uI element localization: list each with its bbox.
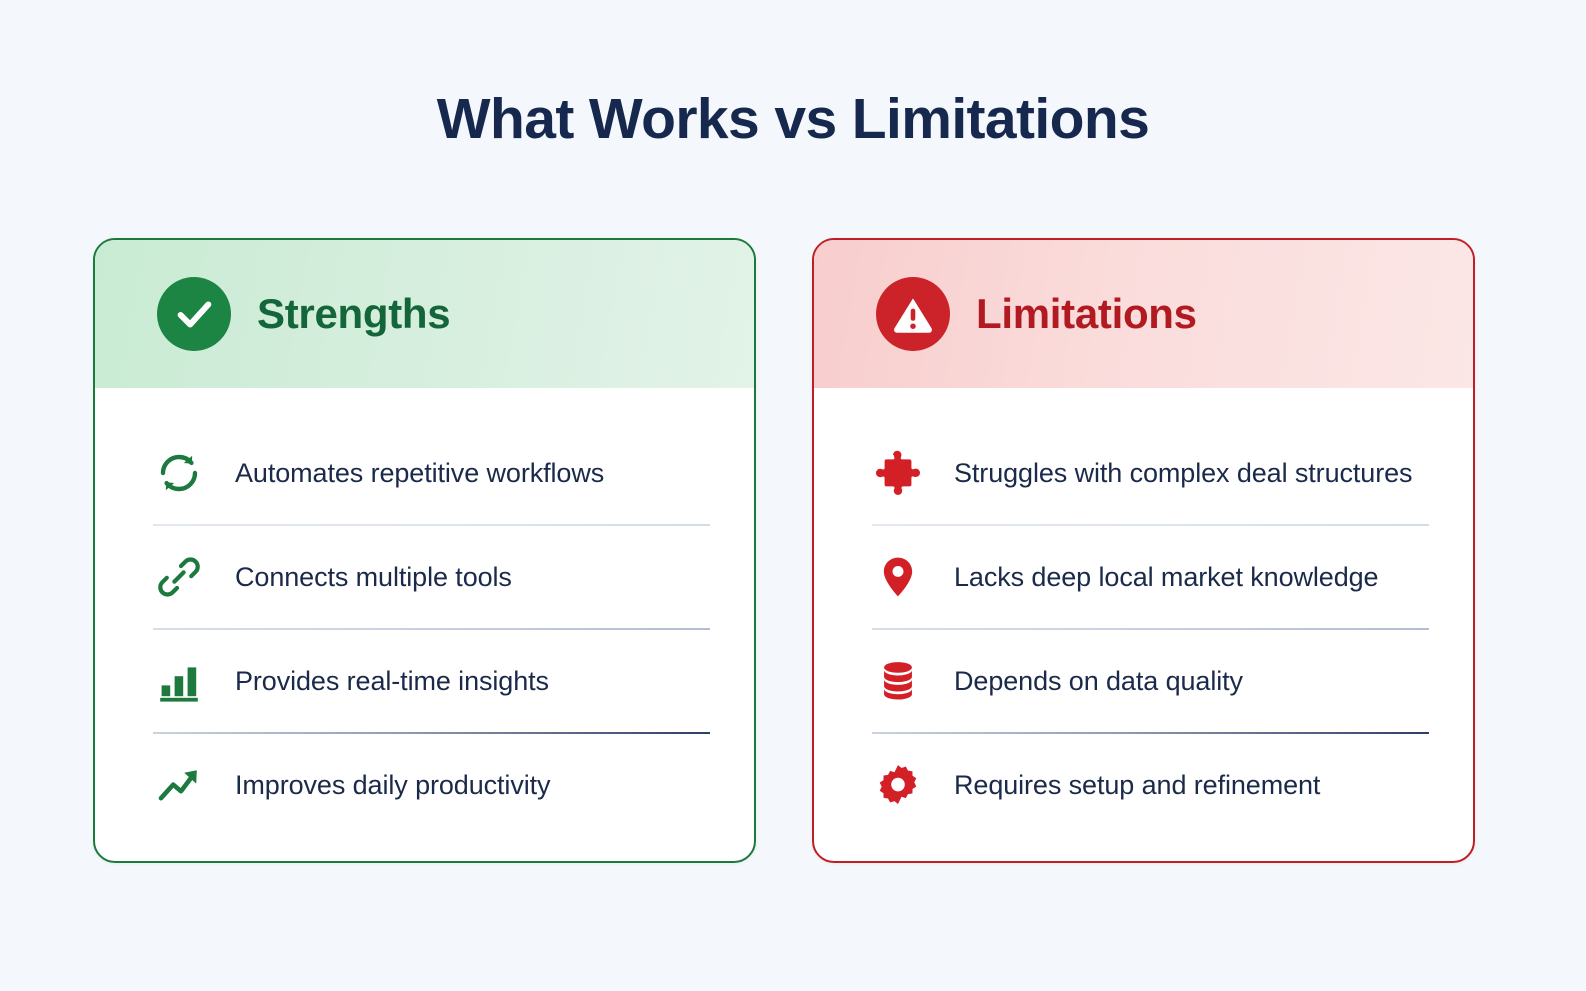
check-circle-icon: [157, 277, 231, 351]
page-title: What Works vs Limitations: [436, 87, 1150, 151]
list-item[interactable]: Provides real-time insights: [153, 630, 710, 732]
limitations-card-header: Limitations: [814, 240, 1473, 388]
list-item[interactable]: Lacks deep local market knowledge: [872, 526, 1429, 628]
strengths-card-body: Automates repetitive workflows Connects …: [95, 388, 754, 861]
list-item-label: Automates repetitive workflows: [235, 457, 605, 488]
list-item[interactable]: Requires setup and refinement: [872, 734, 1429, 836]
list-item-label: Improves daily productivity: [235, 769, 551, 800]
list-item[interactable]: Struggles with complex deal structures: [872, 422, 1429, 524]
bar-chart-icon: [153, 655, 205, 707]
list-item[interactable]: Depends on data quality: [872, 630, 1429, 732]
strengths-card-title: Strengths: [257, 290, 451, 337]
list-item[interactable]: Automates repetitive workflows: [153, 422, 710, 524]
refresh-sync-icon: [153, 447, 205, 499]
strengths-card-header: Strengths: [95, 240, 754, 388]
limitations-card-title: Limitations: [976, 290, 1197, 337]
strengths-card: Strengths Automates repetitive workflows: [93, 238, 756, 863]
list-item-label: Lacks deep local market knowledge: [954, 561, 1379, 592]
map-pin-icon: [872, 551, 924, 603]
alert-triangle-circle-icon: [876, 277, 950, 351]
database-icon: [872, 655, 924, 707]
list-divider: [153, 628, 710, 630]
card-bottom-spacer: [153, 836, 710, 861]
comparison-cards-container: Strengths Automates repetitive workflows: [93, 238, 1475, 863]
list-divider: [872, 732, 1429, 734]
list-item-label: Depends on data quality: [954, 665, 1243, 696]
trending-up-arrow-icon: [153, 759, 205, 811]
list-item-label: Struggles with complex deal structures: [954, 457, 1413, 488]
list-item[interactable]: Connects multiple tools: [153, 526, 710, 628]
list-divider: [153, 732, 710, 734]
list-divider: [872, 628, 1429, 630]
list-item[interactable]: Improves daily productivity: [153, 734, 710, 836]
list-item-label: Requires setup and refinement: [954, 769, 1321, 800]
card-bottom-spacer: [872, 836, 1429, 861]
link-chain-icon: [153, 551, 205, 603]
list-divider: [153, 524, 710, 526]
gear-icon: [872, 759, 924, 811]
list-divider: [872, 524, 1429, 526]
list-item-label: Connects multiple tools: [235, 561, 512, 592]
puzzle-piece-icon: [872, 447, 924, 499]
limitations-card: Limitations Struggles with complex deal …: [812, 238, 1475, 863]
limitations-card-body: Struggles with complex deal structures L…: [814, 388, 1473, 861]
list-item-label: Provides real-time insights: [235, 665, 549, 696]
